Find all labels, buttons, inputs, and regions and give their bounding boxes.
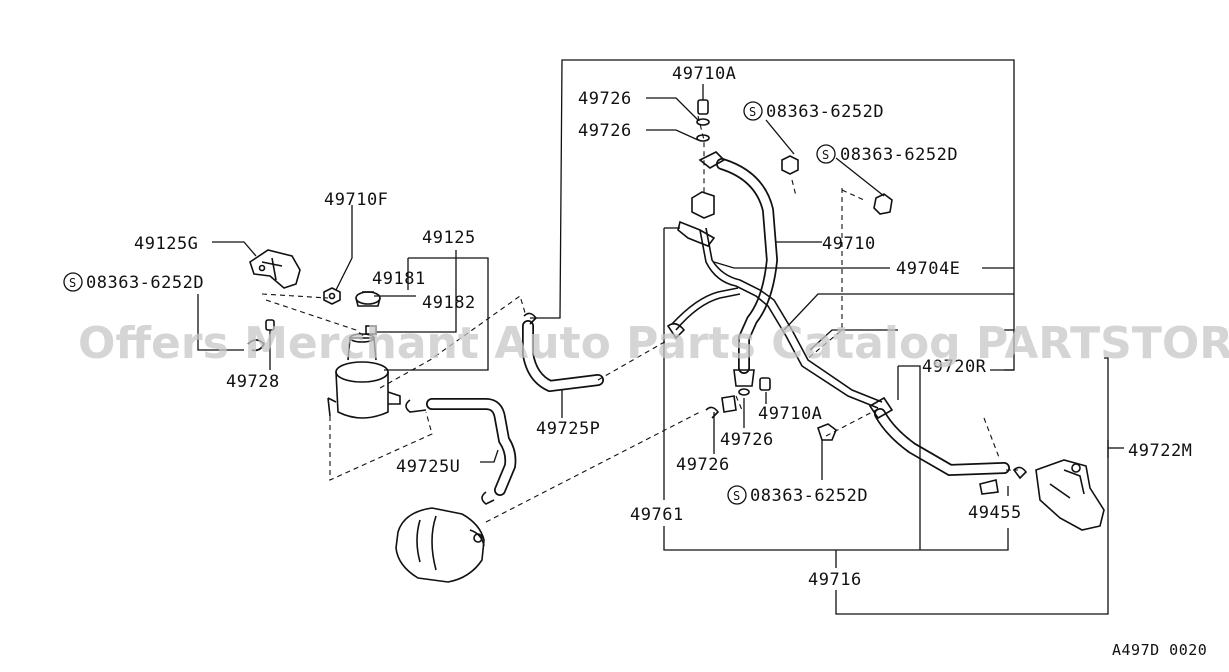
bracket-part-drawing [249, 249, 301, 289]
label-08363-6252d-top: 08363-6252D [766, 102, 884, 122]
label-49722M: 49722M [1128, 441, 1192, 461]
tube-49720r-drawing [868, 396, 1010, 495]
label-49181: 49181 [372, 269, 426, 289]
label-08363-6252d-bottom: 08363-6252D [750, 486, 868, 506]
hose-49725u-drawing [405, 398, 517, 505]
reservoir-tank-drawing [327, 325, 401, 419]
nut-part-drawing [323, 287, 341, 305]
label-49761: 49761 [630, 505, 684, 525]
label-49725U: 49725U [396, 457, 460, 477]
s-symbols: S S S S [63, 101, 836, 505]
hose-49710-drawing [698, 151, 779, 387]
label-49716: 49716 [808, 570, 862, 590]
label-49720R: 49720R [922, 357, 987, 377]
power-steering-pump-drawing [395, 507, 485, 583]
steering-gear-drawing [1012, 459, 1105, 531]
label-08363-6252d-left: 08363-6252D [86, 273, 204, 293]
label-49704E: 49704E [896, 259, 960, 279]
label-49710A-top: 49710A [672, 64, 736, 84]
label-49455: 49455 [968, 503, 1022, 523]
label-49125G: 49125G [134, 234, 198, 254]
label-08363-6252d-right: 08363-6252D [840, 145, 958, 165]
label-49728: 49728 [226, 372, 280, 392]
svg-text:S: S [749, 105, 756, 119]
dashed-assembly-lines [261, 115, 1018, 523]
label-49726-a: 49726 [578, 89, 632, 109]
label-49726-b: 49726 [578, 121, 632, 141]
lower-fittings-drawing [705, 377, 837, 441]
label-49125: 49125 [422, 228, 476, 248]
label-49710: 49710 [822, 234, 876, 254]
tube-49704e-drawing [666, 227, 883, 409]
diagram-code: A497D 0020 [1112, 641, 1207, 659]
leader-lines [197, 59, 1124, 615]
label-49182: 49182 [422, 293, 476, 313]
label-49726-d: 49726 [676, 455, 730, 475]
reservoir-cap-drawing [355, 291, 381, 307]
svg-text:S: S [733, 489, 740, 503]
label-49726-c: 49726 [720, 430, 774, 450]
label-49710A-mid: 49710A [758, 404, 822, 424]
watermark-text: Offers Merchant Auto Parts Catalog PARTS… [78, 318, 1229, 369]
svg-text:S: S [69, 276, 76, 290]
label-49710F: 49710F [324, 190, 388, 210]
label-49725P: 49725P [536, 419, 600, 439]
banjo-fittings-drawing [677, 99, 893, 247]
svg-text:S: S [822, 148, 829, 162]
